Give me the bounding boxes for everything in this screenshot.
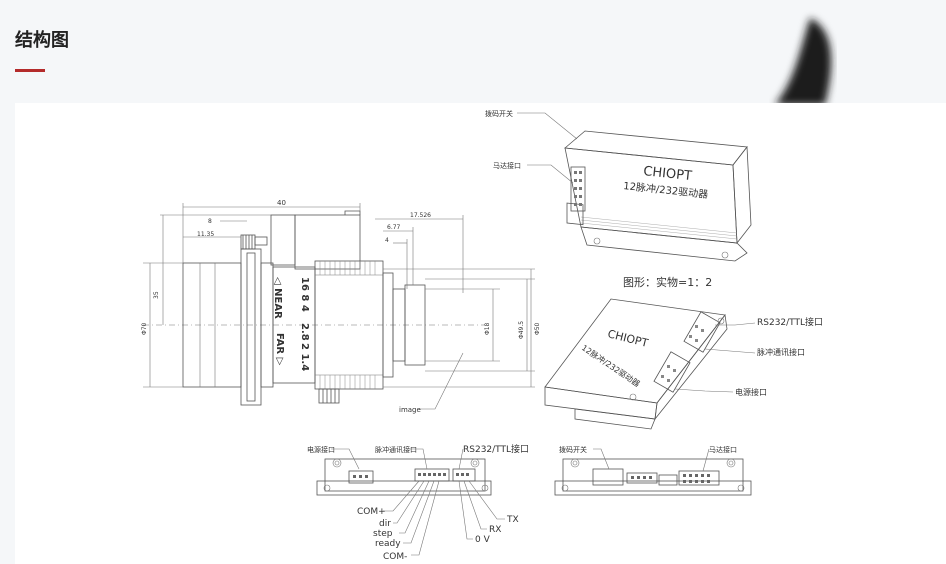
structure-drawing: 40 8 11.35 17.526 6.77 4 Φ70 35 Φ18 Φ49.… [141, 109, 823, 562]
label-rs232-iso: RS232/TTL接口 [757, 316, 823, 328]
label-pulse-front: 脉冲通讯接口 [375, 445, 417, 454]
scale-note: 图形：实物=1：2 [623, 275, 712, 289]
dim-17-526: 17.526 [410, 212, 431, 219]
driver-front-view-right: 拨码开关 马达接口 [554, 445, 752, 496]
aperture-text-1: 16 8 4 [299, 277, 310, 312]
image-label: image [399, 406, 421, 414]
dim-11-35: 11.35 [197, 231, 214, 238]
pin-ready: ready [375, 539, 401, 549]
driver-iso-subtitle: 12脉冲/232驱动器 [580, 342, 642, 388]
dim-left-inner: 35 [153, 291, 160, 299]
pin-tx: TX [506, 515, 519, 525]
lens-side-view: 40 8 11.35 17.526 6.77 4 Φ70 35 Φ18 Φ49.… [141, 199, 541, 414]
far-label: FAR ▷ [274, 333, 285, 366]
dim-4: 4 [385, 237, 389, 244]
label-rs232-front: RS232/TTL接口 [463, 443, 529, 455]
label-power-front: 电源接口 [307, 445, 335, 454]
dim-right-3: Φ50 [534, 322, 541, 335]
pin-rx: RX [489, 525, 501, 535]
pin-dir: dir [379, 519, 391, 529]
section-title: 结构图 [15, 30, 69, 51]
dim-right-2: Φ49.5 [518, 321, 525, 339]
dim-left-outer: Φ70 [141, 322, 148, 335]
structure-drawing-panel: 40 8 11.35 17.526 6.77 4 Φ70 35 Φ18 Φ49.… [15, 103, 946, 564]
label-pulse-iso: 脉冲通讯接口 [757, 347, 805, 357]
dim-8: 8 [208, 218, 212, 225]
corner-photo-fragment [775, 18, 832, 105]
aperture-text-2: 2.8 [299, 323, 310, 341]
pin-com-minus: COM- [383, 552, 407, 562]
driver-3d-top: CHIOPT 12脉冲/232驱动器 拨码开关 马达接口 [485, 109, 752, 262]
title-accent-bar [15, 69, 45, 72]
label-motor-front: 马达接口 [709, 445, 737, 454]
driver-iso-brand: CHIOPT [606, 327, 649, 350]
pin-com-plus: COM+ [357, 507, 386, 517]
label-power-iso: 电源接口 [735, 387, 767, 397]
dim-right-1: Φ18 [484, 322, 491, 335]
label-dip-front: 拨码开关 [559, 445, 587, 454]
driver-front-view-left: 电源接口 脉冲通讯接口 RS232/TTL接口 COM+ dir step re… [307, 443, 529, 562]
label-dip-switch-top: 拨码开关 [485, 109, 513, 118]
label-motor-port-top: 马达接口 [493, 161, 521, 170]
pin-step: step [373, 529, 393, 539]
driver-top-brand: CHIOPT [643, 164, 693, 184]
pin-0v: 0 V [475, 535, 491, 545]
dim-top: 40 [277, 199, 286, 207]
dim-6-77: 6.77 [387, 224, 401, 231]
aperture-text-3: 2 1.4 [299, 343, 310, 371]
near-label: ◁ NEAR [272, 277, 283, 319]
driver-3d-iso: CHIOPT 12脉冲/232驱动器 RS232/TTL接口 脉冲通讯接口 电源… [544, 298, 823, 430]
driver-top-subtitle: 12脉冲/232驱动器 [623, 179, 709, 201]
